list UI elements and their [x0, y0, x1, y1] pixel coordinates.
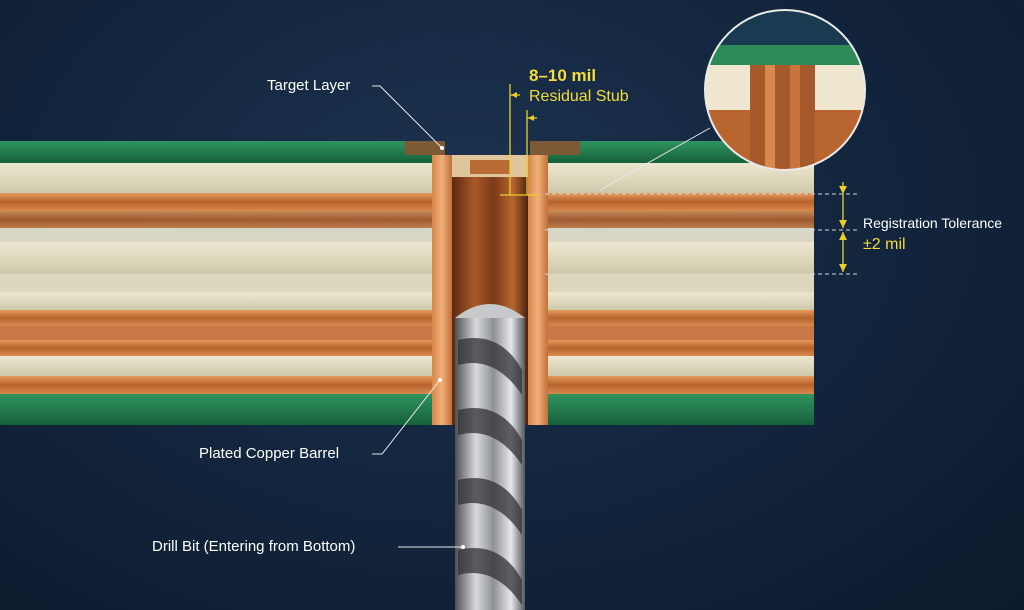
- plated-barrel-right-wall: [528, 155, 548, 425]
- inset-leader: [599, 127, 711, 191]
- plated-barrel-left-wall: [432, 155, 452, 425]
- drill-bit: [455, 304, 525, 610]
- pcb-right-stack: [530, 141, 814, 425]
- pcb-left-stack: [0, 141, 445, 425]
- target-layer-label: Target Layer: [267, 77, 351, 94]
- stub-dimension: [500, 84, 540, 196]
- registration-tolerance-value: ±2 mil: [863, 236, 906, 253]
- residual-stub-label: Residual Stub: [529, 88, 629, 105]
- barrel-leader: [372, 379, 441, 455]
- target-layer-leader: [372, 85, 443, 149]
- stub-value-label: 8–10 mil: [529, 66, 597, 85]
- plated-barrel-label: Plated Copper Barrel: [199, 445, 340, 462]
- registration-dimension: [545, 182, 860, 275]
- counterbore-right: [530, 141, 580, 155]
- registration-tolerance-label: Registration Tolerance: [863, 215, 1003, 231]
- counterbore-left: [405, 141, 445, 155]
- drill-bit-label: Drill Bit (Entering from Bottom): [152, 538, 356, 555]
